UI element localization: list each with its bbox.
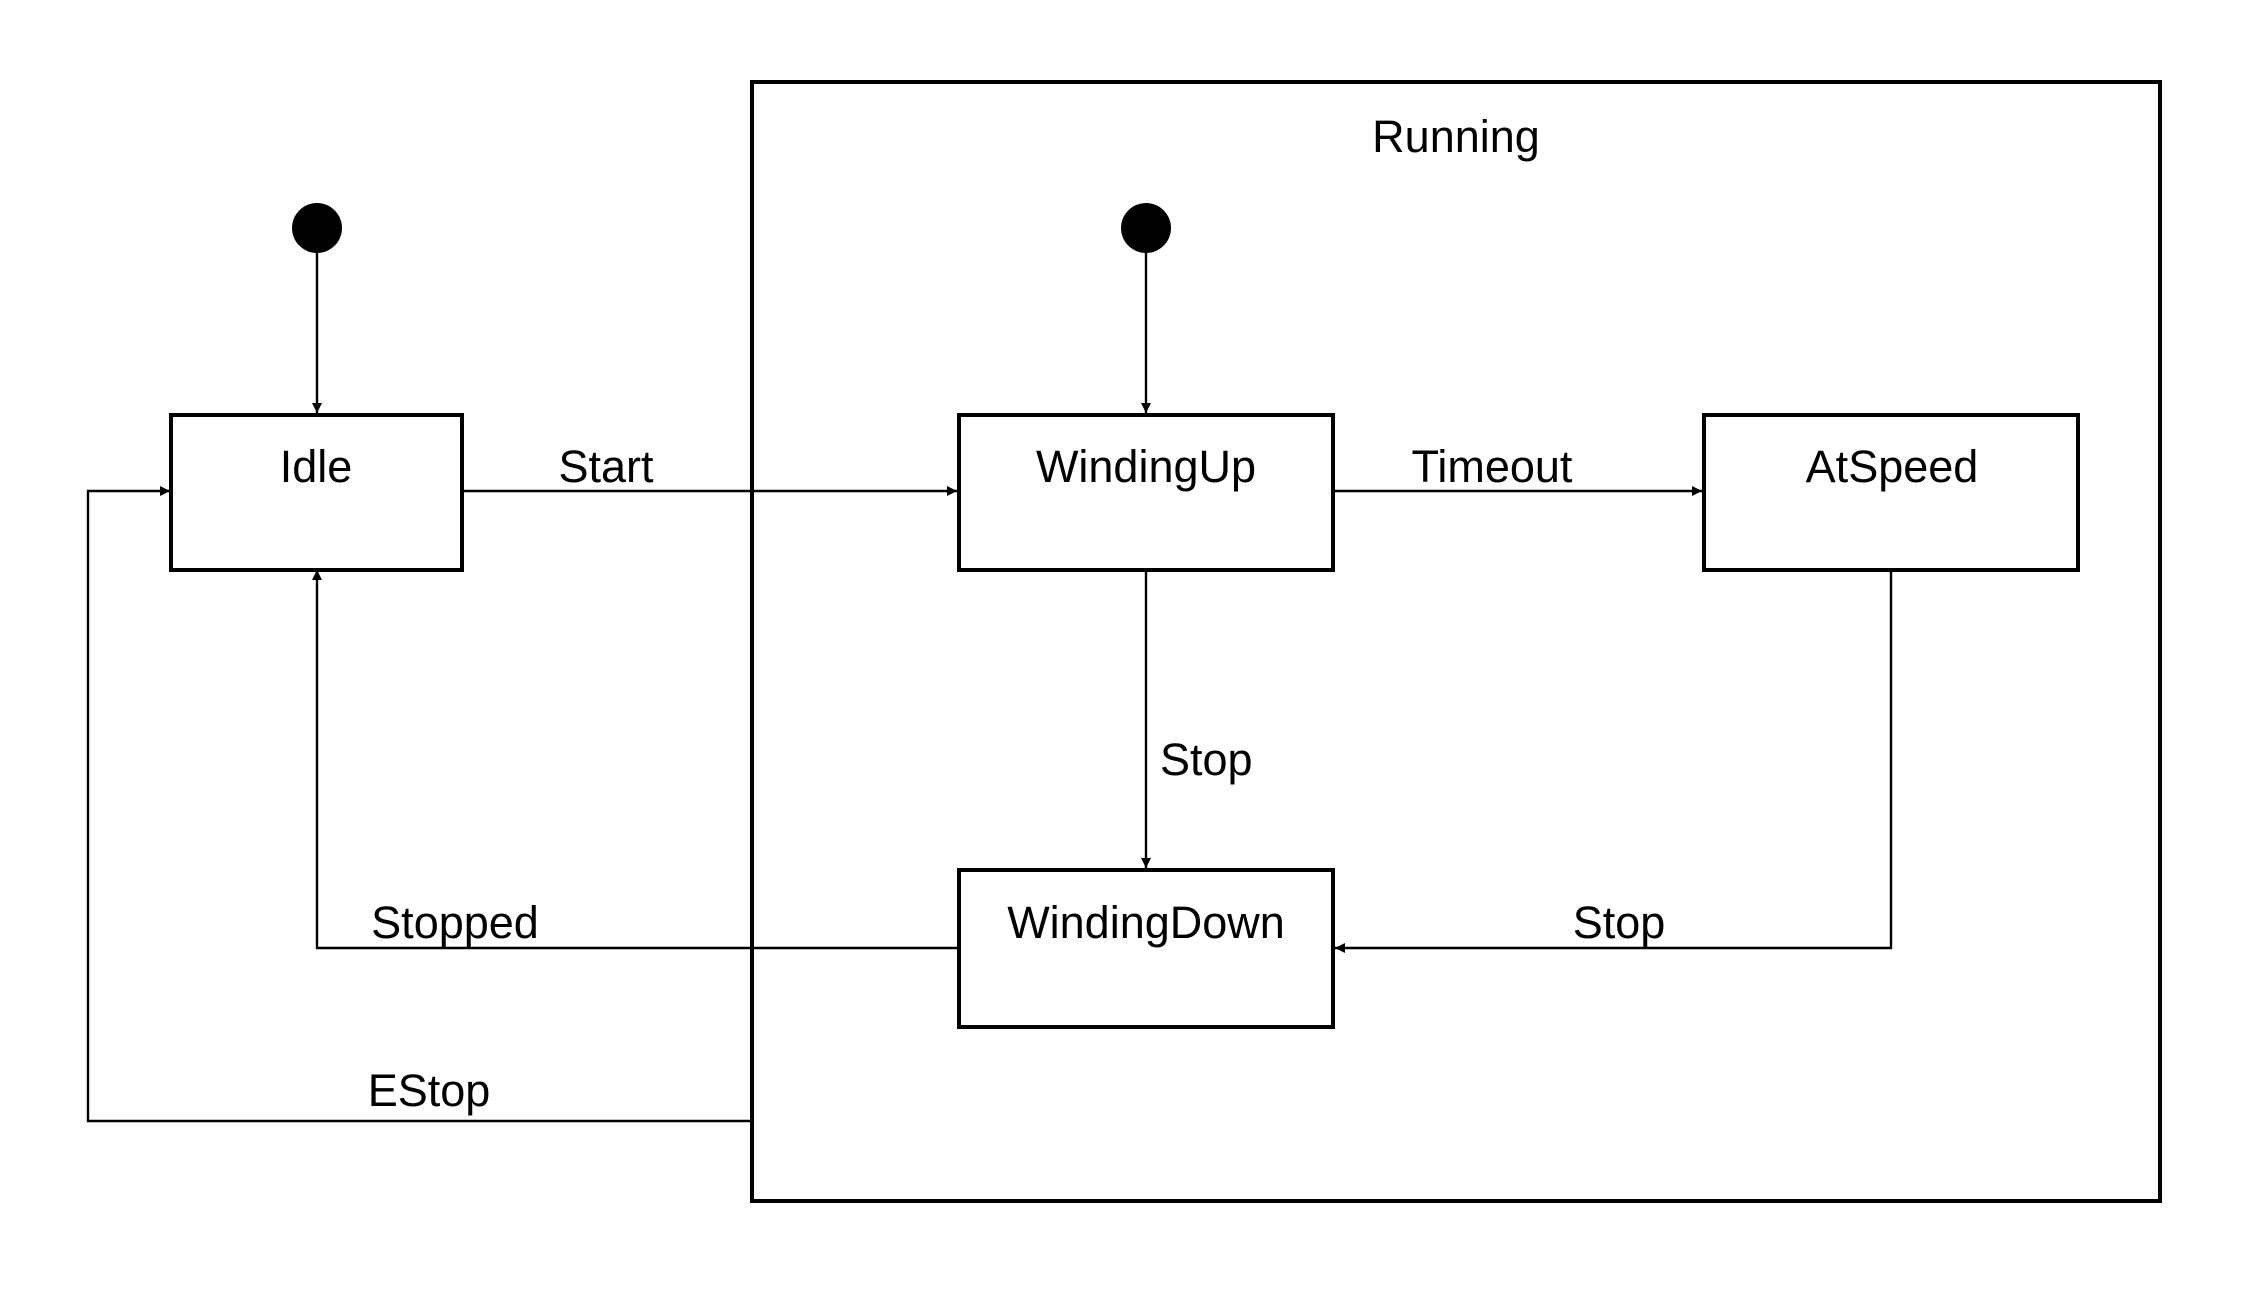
- initial-node-running: [1121, 203, 1171, 253]
- state-idle-box: [169, 413, 464, 572]
- state-winding-down: WindingDown: [957, 868, 1335, 1029]
- running-title: Running: [1372, 111, 1540, 162]
- composite-state-running: Running: [750, 80, 2162, 1203]
- transition-label-stop-at-speed: Stop: [1573, 897, 1666, 948]
- running-frame: [750, 80, 2162, 1203]
- transition-label-timeout: Timeout: [1412, 441, 1573, 492]
- state-idle: Idle: [169, 413, 464, 572]
- initial-node-top: [292, 203, 342, 253]
- transition-label-stop-winding-up: Stop: [1160, 734, 1253, 785]
- state-winding-down-label: WindingDown: [1007, 897, 1285, 948]
- state-winding-up-label: WindingUp: [1036, 441, 1256, 492]
- state-winding-up: WindingUp: [957, 413, 1335, 572]
- state-at-speed: AtSpeed: [1702, 413, 2080, 572]
- state-winding-up-box: [957, 413, 1335, 572]
- transitions: Start Timeout Stop Stop Stopped EStop: [86, 253, 1893, 1123]
- state-idle-label: Idle: [280, 441, 353, 492]
- edge-stop-from-at-speed: [1335, 570, 1893, 953]
- transition-label-stopped: Stopped: [371, 897, 539, 948]
- transition-label-estop: EStop: [368, 1065, 491, 1116]
- state-winding-down-box: [957, 868, 1335, 1029]
- state-at-speed-label: AtSpeed: [1806, 441, 1979, 492]
- state-at-speed-box: [1702, 413, 2080, 572]
- edge-estop: [86, 486, 752, 1123]
- edge-stopped: [312, 570, 957, 950]
- transition-label-start: Start: [558, 441, 654, 492]
